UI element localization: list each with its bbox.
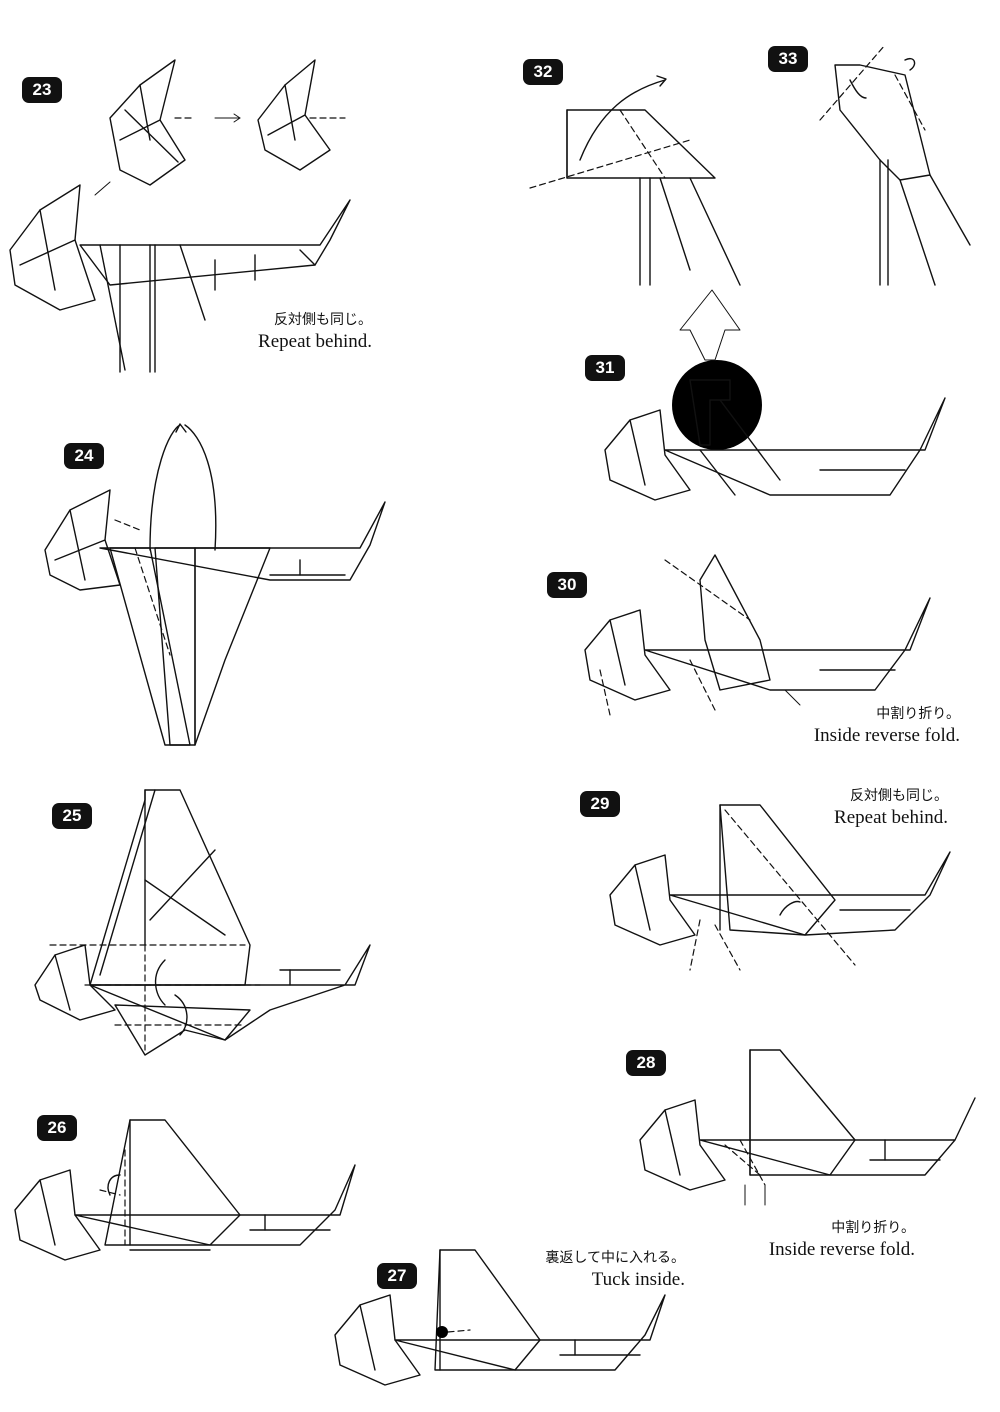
- step-25-illustration: [34, 789, 371, 1056]
- step-27-caption-en: Tuck inside.: [591, 1268, 685, 1290]
- step-badge-27: 27: [377, 1263, 417, 1289]
- step-33-illustration: [819, 44, 971, 286]
- step-27-caption: 裏返して中に入れる。 Tuck inside.: [480, 1250, 685, 1291]
- step-26-illustration: [14, 1119, 356, 1261]
- step-28-illustration: [639, 1049, 976, 1206]
- step-29-illustration: [609, 804, 951, 971]
- step-badge-28: 28: [626, 1050, 666, 1076]
- step-29-caption: 反対側も同じ。 Repeat behind.: [780, 788, 948, 829]
- step-23-illustration: [9, 59, 351, 373]
- step-28-caption-en: Inside reverse fold.: [768, 1238, 915, 1260]
- step-28-caption: 中割り折り。 Inside reverse fold.: [730, 1220, 915, 1261]
- step-23-caption-jp: 反対側も同じ。: [274, 312, 372, 328]
- step-30-illustration: [584, 554, 931, 716]
- step-badge-24: 24: [64, 443, 104, 469]
- step-30-caption: 中割り折り。 Inside reverse fold.: [770, 706, 960, 747]
- step-badge-29: 29: [580, 791, 620, 817]
- step-23-arrow-up: [94, 181, 111, 196]
- step-badge-26: 26: [37, 1115, 77, 1141]
- step-badge-32: 32: [523, 59, 563, 85]
- step-badge-33: 33: [768, 46, 808, 72]
- step-23-caption: 反対側も同じ。 Repeat behind.: [200, 312, 372, 353]
- step-23-detail-before: [109, 59, 196, 186]
- step-32-illustration: [529, 75, 741, 286]
- step-23-detail-after: [257, 59, 346, 171]
- step-24-illustration: [44, 423, 386, 746]
- step-29-caption-en: Repeat behind.: [834, 806, 948, 828]
- step-27-illustration: [334, 1249, 666, 1386]
- step-30-caption-en: Inside reverse fold.: [813, 724, 960, 746]
- step-badge-25: 25: [52, 803, 92, 829]
- step-23-caption-en: Repeat behind.: [258, 330, 372, 352]
- step-badge-31: 31: [585, 355, 625, 381]
- step-badge-23: 23: [22, 77, 62, 103]
- step-badge-30: 30: [547, 572, 587, 598]
- step-27-caption-jp: 裏返して中に入れる。: [545, 1250, 685, 1266]
- step-29-caption-jp: 反対側も同じ。: [850, 788, 948, 804]
- step-30-caption-jp: 中割り折り。: [876, 706, 960, 722]
- step-23-main-figure: [9, 184, 351, 373]
- step-28-caption-jp: 中割り折り。: [831, 1220, 915, 1236]
- step-31-illustration: [604, 289, 946, 501]
